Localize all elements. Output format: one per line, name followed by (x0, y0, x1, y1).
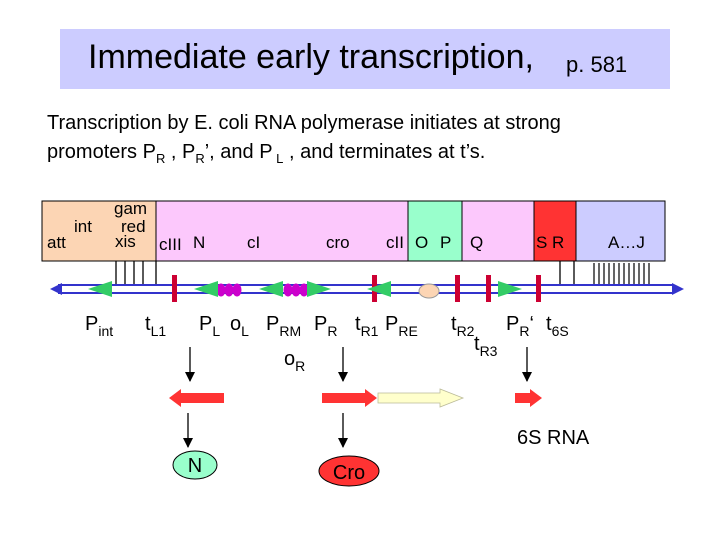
protein-cro-label: Cro (333, 462, 365, 484)
label-ciii: cIII (159, 235, 182, 254)
label-xis: xis (115, 232, 136, 251)
protein-n (172, 450, 218, 480)
origin-oval (418, 283, 440, 299)
map-region-o-p (407, 200, 463, 262)
label-gam: gam (114, 199, 147, 218)
caption-line-2: promoters PR , PR’, and P L , and termin… (47, 141, 486, 166)
transcript-6s-rightward (515, 389, 542, 407)
label-p: P (440, 233, 451, 252)
promoter-pre (367, 281, 391, 297)
label-p-re: PRE (385, 313, 418, 339)
terminator-tr3 (486, 275, 491, 302)
map-region-a-j (575, 200, 666, 262)
dna-left-end (50, 283, 62, 295)
label-t-6s: t6S (546, 313, 569, 339)
label-cro: cro (326, 233, 350, 252)
label-o-r: oR (284, 348, 305, 374)
label-n-gene: N (193, 233, 205, 252)
title-banner (60, 29, 670, 89)
operators-ol (216, 283, 242, 297)
label-p-l: PL (199, 313, 220, 339)
protein-cro (318, 455, 380, 487)
protein-n-label: N (188, 455, 202, 477)
terminator-t6s (536, 275, 541, 302)
transcript-n-leftward (169, 389, 224, 407)
label-ci: cI (247, 233, 260, 252)
label-t-r1: tR1 (355, 313, 379, 339)
label-p-int: Pint (85, 313, 113, 339)
promoter-pr (307, 281, 331, 297)
terminator-tl1 (172, 275, 177, 302)
label-att: att (47, 233, 66, 252)
promoter-pint (88, 281, 112, 297)
dna-strands (50, 283, 684, 295)
label-cii: cII (386, 233, 404, 252)
label-aj: A…J (608, 233, 645, 252)
terminator-tr2 (455, 275, 460, 302)
label-p-rm: PRM (266, 313, 301, 339)
rna-6s-label: 6S RNA (517, 427, 590, 449)
label-p-r: PR (314, 313, 337, 339)
map-region-q (461, 200, 535, 262)
caption-line-1: Transcription by E. coli RNA polymerase … (47, 112, 561, 134)
label-o-l: oL (230, 313, 249, 339)
label-p-rprime: PR‘ (506, 313, 534, 339)
map-region-s-r (533, 200, 577, 262)
promoter-pl (194, 281, 218, 297)
map-region-n-to-cii (155, 200, 409, 262)
page-title: Immediate early transcription, (88, 38, 534, 76)
label-t-r2: tR2 (451, 313, 475, 339)
label-o: O (415, 233, 428, 252)
promoters (88, 281, 522, 297)
label-int: int (74, 217, 92, 236)
label-sr: S R (536, 233, 564, 252)
transcript-cro-rightward (322, 389, 377, 407)
late-gene-ticks (593, 263, 650, 284)
gene-boundary-ticks (115, 261, 575, 285)
transcript-cii-orf (377, 388, 465, 408)
label-t-r3: tR3 (474, 333, 498, 359)
promoter-prm (259, 281, 283, 297)
label-t-l1: tL1 (145, 313, 166, 339)
label-red: red (121, 217, 146, 236)
dna-right-end (672, 283, 684, 295)
promoter-prprime (498, 281, 522, 297)
operators-or (283, 283, 309, 297)
page-reference: p. 581 (566, 52, 628, 77)
label-q: Q (470, 233, 483, 252)
